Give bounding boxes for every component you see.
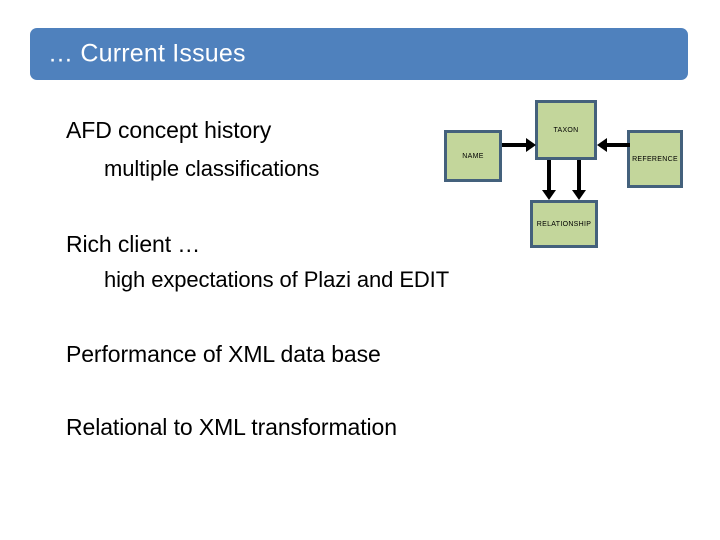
bullet-afd-concept-history: AFD concept history [66, 117, 272, 143]
er-entity-reference-label: REFERENCE [632, 155, 678, 163]
arrow-right-icon [526, 138, 536, 152]
slide-title-bar: … Current Issues [30, 28, 688, 80]
er-entity-reference: REFERENCE [627, 130, 683, 188]
arrow-down-icon [572, 190, 586, 200]
arrow-taxon-to-relationship-shaft-2 [577, 160, 581, 192]
er-entity-name: NAME [444, 130, 502, 182]
er-diagram: NAME TAXON REFERENCE RELATIONSHIP [430, 92, 700, 257]
er-entity-name-label: NAME [462, 152, 484, 160]
arrow-reference-to-taxon-shaft [607, 143, 630, 147]
er-entity-taxon: TAXON [535, 100, 597, 160]
er-entity-relationship-label: RELATIONSHIP [536, 220, 592, 228]
er-entity-taxon-label: TAXON [553, 126, 579, 134]
arrow-name-to-taxon-shaft [502, 143, 528, 147]
bullet-high-expectations: high expectations of Plazi and EDIT [104, 267, 450, 292]
bullet-relational-to-xml: Relational to XML transformation [66, 414, 397, 440]
bullet-multiple-classifications: multiple classifications [104, 156, 320, 181]
bullet-rich-client: Rich client … [66, 231, 201, 257]
arrow-down-icon [542, 190, 556, 200]
page-title: … Current Issues [48, 39, 246, 68]
er-entity-relationship: RELATIONSHIP [530, 200, 598, 248]
bullet-performance-xml-database: Performance of XML data base [66, 341, 381, 367]
arrow-left-icon [597, 138, 607, 152]
arrow-taxon-to-relationship-shaft-1 [547, 160, 551, 192]
